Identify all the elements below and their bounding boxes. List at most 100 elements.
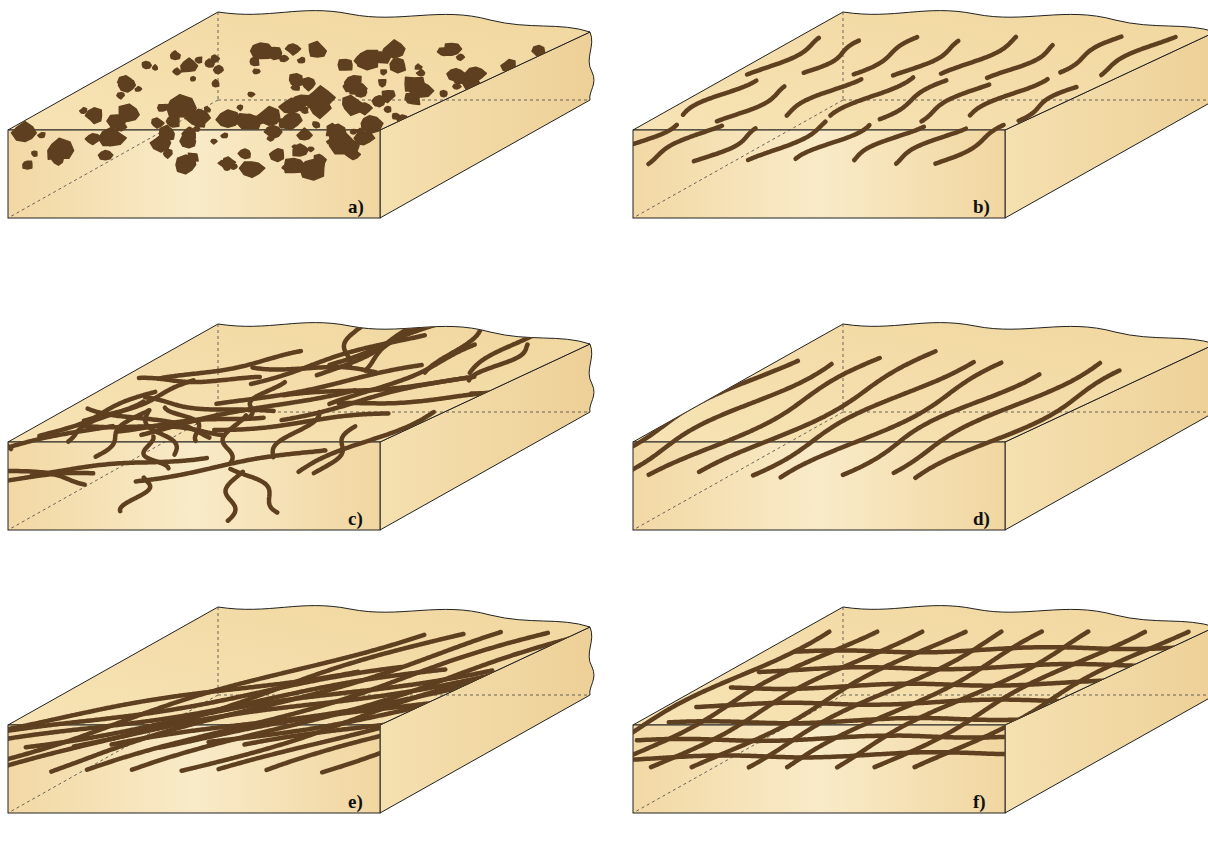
fiber bbox=[894, 363, 1100, 473]
fiber bbox=[987, 45, 1052, 78]
fiber bbox=[699, 351, 935, 472]
fiber bbox=[470, 314, 560, 373]
fiber bbox=[601, 752, 1021, 761]
particle bbox=[253, 69, 260, 73]
composite-block bbox=[0, 307, 602, 530]
fiber bbox=[330, 307, 502, 365]
composite-block bbox=[8, 11, 594, 218]
particle bbox=[102, 132, 120, 146]
fiber bbox=[854, 126, 924, 160]
particle bbox=[309, 42, 326, 58]
particle bbox=[99, 150, 113, 159]
fiber bbox=[1101, 37, 1175, 75]
particle bbox=[191, 77, 196, 81]
particle bbox=[305, 100, 314, 107]
particle bbox=[164, 149, 173, 158]
reinforcement bbox=[570, 351, 1120, 478]
fiber bbox=[915, 371, 1119, 478]
hidden-edge bbox=[8, 12, 590, 218]
particle bbox=[356, 128, 364, 133]
fiber bbox=[145, 410, 177, 455]
particle bbox=[354, 133, 374, 145]
particle bbox=[237, 105, 242, 110]
particle bbox=[384, 40, 405, 59]
panel-label: d) bbox=[973, 509, 990, 528]
panel-label: b) bbox=[973, 197, 990, 216]
particle bbox=[80, 108, 87, 114]
particle bbox=[85, 108, 101, 124]
particle bbox=[405, 77, 424, 91]
fiber bbox=[251, 335, 425, 384]
fiber bbox=[694, 128, 756, 161]
particle bbox=[457, 54, 465, 60]
fiber bbox=[1019, 87, 1077, 121]
fiber bbox=[219, 634, 689, 769]
particle bbox=[198, 122, 205, 127]
top-face bbox=[8, 11, 590, 130]
panel-label: e) bbox=[348, 792, 363, 811]
particle bbox=[290, 74, 303, 87]
fiber bbox=[160, 666, 624, 747]
particle bbox=[379, 80, 386, 87]
top-face bbox=[633, 606, 1208, 725]
particle bbox=[390, 58, 405, 73]
fiber bbox=[253, 367, 376, 372]
fiber bbox=[748, 122, 825, 160]
particle bbox=[218, 161, 224, 166]
front-face bbox=[8, 130, 380, 218]
particle bbox=[224, 165, 230, 170]
particle bbox=[268, 47, 282, 59]
fiber bbox=[0, 418, 11, 449]
fiber bbox=[231, 469, 278, 513]
particle bbox=[38, 133, 45, 138]
particle bbox=[444, 43, 461, 55]
fiber bbox=[781, 363, 1002, 478]
particle bbox=[214, 66, 224, 74]
hidden-edge bbox=[633, 324, 1208, 530]
composite-block bbox=[604, 11, 1208, 218]
particle bbox=[12, 122, 37, 142]
particle bbox=[250, 57, 259, 66]
fiber bbox=[314, 426, 356, 473]
top-face bbox=[8, 323, 590, 442]
particle bbox=[297, 128, 312, 140]
composite-block bbox=[570, 323, 1208, 530]
fiber bbox=[32, 458, 207, 475]
fiber bbox=[112, 668, 579, 744]
particle bbox=[135, 87, 142, 92]
particle bbox=[286, 44, 301, 55]
fiber bbox=[941, 37, 1016, 74]
particle bbox=[205, 107, 211, 112]
particle bbox=[392, 61, 401, 69]
fiber bbox=[249, 382, 284, 417]
particle bbox=[329, 133, 359, 155]
particle bbox=[32, 151, 37, 156]
fiber bbox=[299, 412, 434, 472]
particle bbox=[173, 68, 181, 75]
top-face bbox=[633, 11, 1208, 130]
particle bbox=[248, 92, 255, 96]
particle bbox=[343, 79, 358, 92]
particle bbox=[298, 57, 305, 62]
reinforcement bbox=[604, 37, 1176, 165]
panel-label: c) bbox=[348, 509, 363, 528]
particle bbox=[23, 161, 32, 169]
panel-label: f) bbox=[973, 792, 986, 811]
reinforcement bbox=[0, 307, 602, 523]
particle bbox=[153, 65, 158, 70]
particle bbox=[117, 93, 124, 99]
fiber bbox=[696, 700, 1116, 708]
particle bbox=[188, 153, 198, 161]
fiber bbox=[669, 716, 1089, 723]
fiber bbox=[648, 126, 722, 164]
particle bbox=[166, 116, 179, 127]
particle bbox=[389, 130, 394, 135]
particle bbox=[238, 149, 250, 159]
particle bbox=[465, 67, 486, 82]
fiber bbox=[0, 426, 113, 468]
composite-block bbox=[568, 606, 1208, 813]
particle bbox=[381, 70, 387, 75]
fiber bbox=[209, 669, 677, 742]
fiber bbox=[87, 633, 548, 770]
